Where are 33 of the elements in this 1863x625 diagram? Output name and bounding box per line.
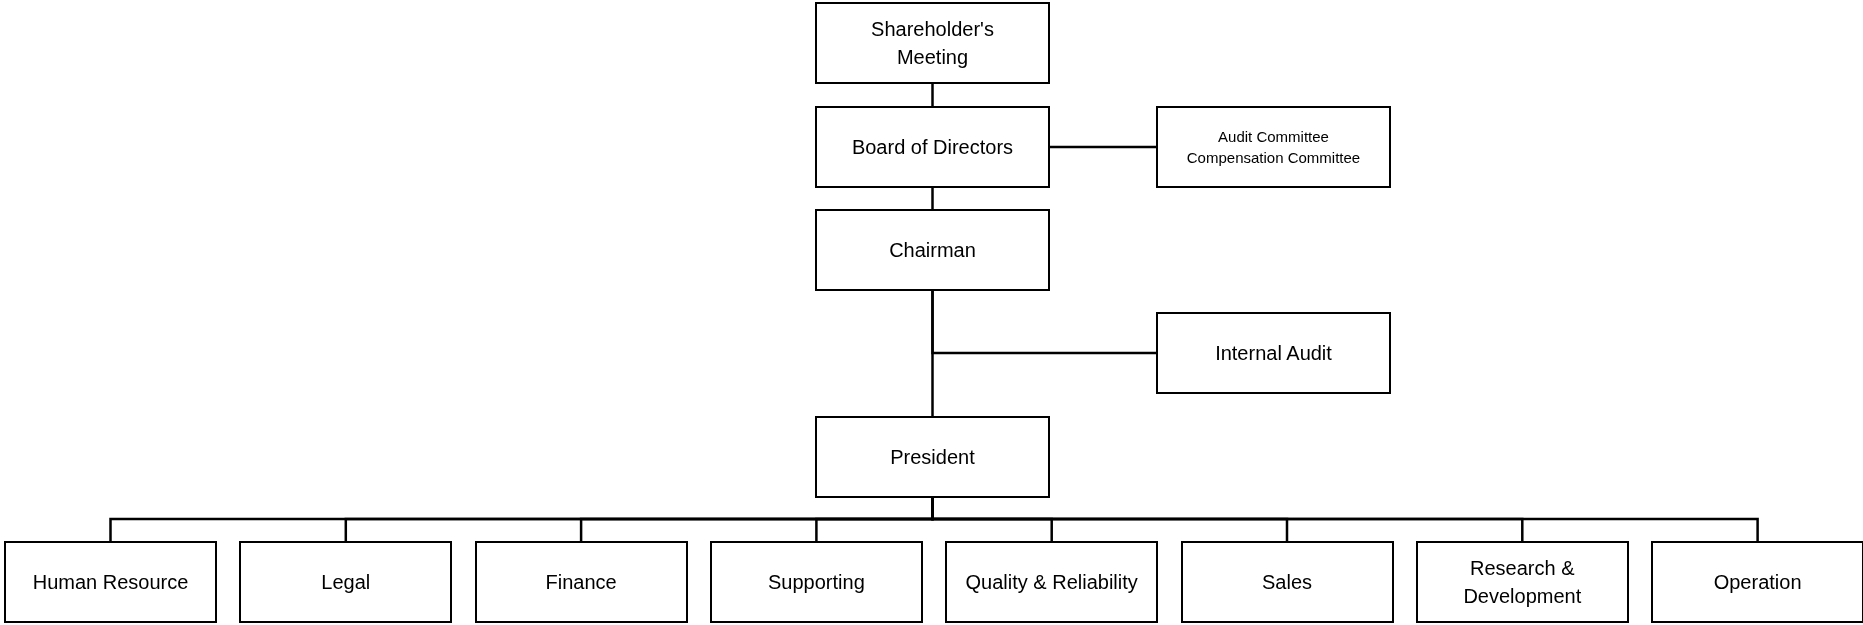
org-box [239, 541, 453, 623]
org-box [1180, 541, 1394, 623]
org-box [945, 541, 1159, 623]
org-box [1651, 541, 1863, 623]
box-label: Legal [321, 570, 371, 595]
org-box [815, 416, 1050, 498]
org-box [815, 209, 1050, 291]
org-box [1415, 541, 1629, 623]
org-box [709, 541, 923, 623]
connector-line [931, 291, 934, 416]
box-label: Finance [545, 570, 617, 595]
connector-line [931, 188, 934, 209]
box-label: Sales [1262, 570, 1312, 595]
box-label: Board of Directors [851, 135, 1014, 160]
box-label: Shareholder's Meeting [870, 17, 995, 70]
org-box [815, 2, 1050, 84]
box-label: President [890, 445, 975, 470]
org-box [815, 106, 1050, 188]
box-label: Chairman [889, 238, 976, 263]
box-label: Operation [1713, 570, 1802, 595]
box-label: Internal Audit [1215, 341, 1332, 366]
box-label: Compensation Committee [1186, 148, 1361, 168]
org-box [474, 541, 688, 623]
box-label: Human Resource [32, 570, 189, 595]
org-box [1156, 106, 1391, 188]
connector-line [1050, 145, 1156, 149]
box-label: Audit Committee [1218, 127, 1329, 147]
org-box [4, 541, 217, 623]
org-box [1156, 312, 1391, 394]
box-label: Supporting [768, 570, 865, 595]
connector-line [931, 84, 934, 106]
box-label: Quality & Reliability [965, 570, 1138, 595]
box-label: Research & Development [1462, 556, 1583, 609]
